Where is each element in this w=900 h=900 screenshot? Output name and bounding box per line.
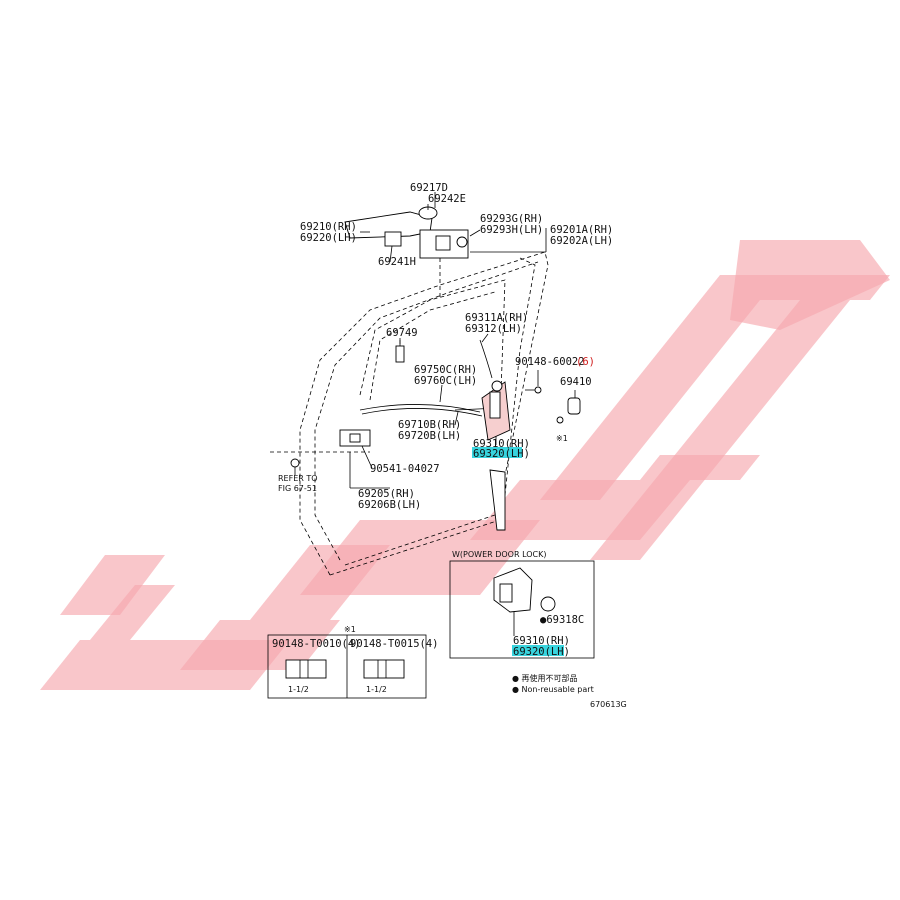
door-frame-outline <box>299 251 549 576</box>
label-69410: 69410 <box>560 376 592 388</box>
leader-lines <box>270 192 576 489</box>
label-69760: 69760C(LH) <box>414 375 477 387</box>
label-69242: 69242E <box>428 193 466 205</box>
label-69311: 69311A(RH) <box>465 312 528 324</box>
label-90148-t0010: 90148-T0010(4) <box>272 638 361 650</box>
label-69720: 69720B(LH) <box>398 430 461 442</box>
outside-handle-assembly <box>344 206 469 300</box>
label-69217: 69217D <box>410 182 448 194</box>
label-69310-inset: 69310(RH) <box>513 635 570 647</box>
label-69750: 69750C(RH) <box>414 364 477 376</box>
label-69241: 69241H <box>378 256 416 268</box>
part-labels: 69217D 69242E 69210(RH) 69220(LH) 69293G… <box>272 182 627 709</box>
label-69710: 69710B(RH) <box>398 419 461 431</box>
label-90541: 90541-04027 <box>370 463 440 475</box>
label-90148-qty: (6) <box>576 356 595 368</box>
label-69205: 69205(RH) <box>358 488 415 500</box>
highlight-69320 <box>472 447 522 458</box>
rod-and-cable-parts <box>290 339 581 531</box>
label-69201: 69201A(RH) <box>550 224 613 236</box>
label-power-lock-title: W(POWER DOOR LOCK) <box>452 550 547 559</box>
legend-english: ● Non-reusable part <box>512 685 594 694</box>
label-69293h: 69293H(LH) <box>480 224 543 236</box>
label-69320: 69320(LH) <box>473 448 530 460</box>
watermark-logo <box>40 240 890 690</box>
power-door-lock-inset <box>449 560 595 659</box>
label-69220: 69220(LH) <box>300 232 357 244</box>
label-69318: ●69318C <box>540 614 584 626</box>
label-star1: ※1 <box>556 434 568 443</box>
label-scale-a: 1-1/2 <box>288 685 309 694</box>
figure-code: 670613G <box>590 700 627 709</box>
label-fig-ref: FIG 67-51 <box>278 484 317 493</box>
label-69210: 69210(RH) <box>300 221 357 233</box>
label-69320-inset: 69320(LH) <box>513 646 570 658</box>
highlight-69320-inset <box>512 645 564 656</box>
label-69202: 69202A(LH) <box>550 235 613 247</box>
label-69749: 69749 <box>386 327 418 339</box>
label-refer-to: REFER TO <box>278 474 318 483</box>
legend-japanese: ● 再使用不可部品 <box>512 673 578 683</box>
label-scale-b: 1-1/2 <box>366 685 387 694</box>
label-69293g: 69293G(RH) <box>480 213 543 225</box>
label-69206: 69206B(LH) <box>358 499 421 511</box>
label-69312: 69312(LH) <box>465 323 522 335</box>
label-star1-screws: ※1 <box>344 625 356 634</box>
screws-inset <box>267 634 427 699</box>
label-69310: 69310(RH) <box>473 438 530 450</box>
label-90148-t0015: 90148-T0015(4) <box>350 638 439 650</box>
label-90148-60022: 90148-60022 <box>515 356 585 368</box>
